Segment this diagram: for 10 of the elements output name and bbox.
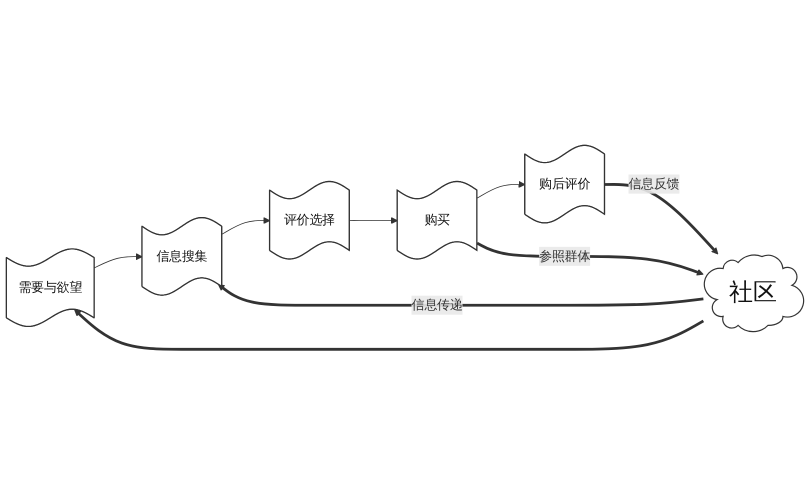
arrow: [94, 252, 143, 268]
arrow: [74, 309, 704, 350]
arrow: [349, 216, 398, 224]
arrow: [222, 216, 270, 234]
arrow: [218, 284, 704, 306]
edge-label: 参照群体: [539, 248, 590, 264]
arrow: [476, 180, 526, 198]
edge-label: 信息反馈: [628, 176, 680, 191]
edge-label: 信息传递: [412, 296, 463, 312]
arrow: [476, 242, 704, 276]
